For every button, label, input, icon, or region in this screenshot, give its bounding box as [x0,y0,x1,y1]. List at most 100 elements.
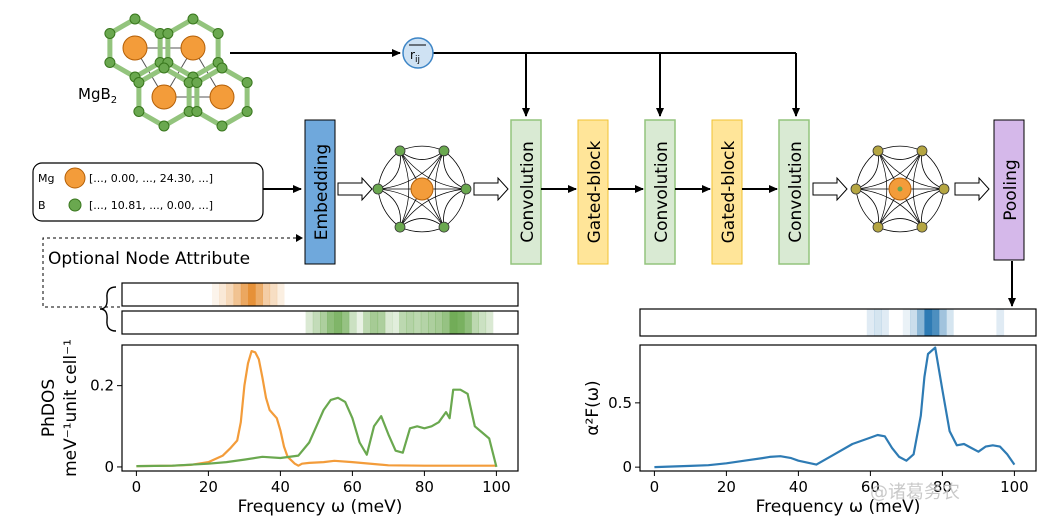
heat-cell [233,283,242,306]
convolution-block-3: Convolution [778,119,810,265]
boron-atom-icon [104,28,116,39]
y-tick-label: 0 [104,458,114,476]
y-axis-label-line1: PhDOS [39,379,59,437]
heat-cell [938,309,947,336]
heat-cell [392,311,400,334]
convolution-block-2: Convolution [644,119,676,265]
material-label: MgB2 [78,85,117,106]
graph-node-icon [460,183,472,195]
heat-cell [464,311,472,334]
heat-cell [456,311,465,334]
x-tick-label: 60 [861,478,880,496]
heat-cell [931,309,940,336]
boron-atom-icon [158,120,170,132]
mg-atom-icon [64,167,86,189]
heat-strip-blue [639,308,1037,337]
hollow-arrow-4 [954,176,990,202]
convolution-label-1: Convolution [518,141,538,243]
y-tick-label: 0 [622,458,632,476]
embedding-label: Embedding [312,144,332,240]
graph-node-icon [438,145,450,157]
input-feature-box: Mg [..., 0.00, ..., 24.30, ...] B [..., … [32,162,264,222]
convolution-label-2: Convolution [652,141,672,243]
gated-block-2: Gated-block [711,119,743,265]
heat-cell [226,283,235,306]
convolution-label-3: Convolution [786,141,806,243]
series-line-1 [136,388,498,468]
input-row-b-vector: [..., 10.81, ..., 0.00, ...] [89,199,213,212]
y-tick-label: 0.5 [608,394,632,412]
x-tick-label: 0 [650,478,660,496]
pooling-label: Pooling [1001,159,1021,220]
heat-cell [917,309,925,336]
heat-cell [471,311,479,334]
heat-cell [413,311,422,334]
magnesium-atom-icon [151,84,177,110]
boron-atom-icon [162,28,174,39]
boron-atom-icon [216,62,228,74]
heat-cell [363,311,371,334]
heat-cell [924,309,933,336]
magnesium-atom-icon [180,35,206,61]
series-line-0 [136,350,497,468]
magnesium-atom-icon [209,84,235,110]
heat-cell [435,311,443,334]
rij-connection: rij [230,37,800,117]
hollow-arrow-2 [473,176,509,202]
boron-atom-icon [104,57,116,68]
boron-atom-icon [212,28,224,39]
heat-cell [312,311,321,334]
x-tick-label: 60 [343,478,362,496]
heat-cell [442,311,451,334]
heat-cell [348,311,357,334]
graph-node-icon [372,183,384,195]
heat-cell [406,311,415,334]
graph-node-icon [916,221,928,233]
heat-cell [219,283,227,306]
gated-label-1: Gated-block [585,140,605,243]
x-tick-label: 20 [717,478,736,496]
boron-atom-icon [241,77,253,88]
x-tick-label: 100 [1000,478,1029,496]
magnesium-atom-icon [122,35,148,61]
boron-atom-icon [133,77,145,88]
heat-cell [902,309,911,336]
heat-cell [866,309,875,336]
y-axis-label-line2: meV⁻¹unit cell⁻¹ [61,339,81,477]
input-row-mg-vector: [..., 0.00, ..., 24.30, ...] [89,172,213,185]
heat-cell [881,309,889,336]
heat-cell [478,311,487,334]
heat-cell [356,311,364,334]
heat-cell [212,283,220,306]
embedding-block: Embedding [304,119,336,265]
x-tick-label: 80 [415,478,434,496]
atom-graph-output [850,145,950,233]
heat-cell [262,283,271,306]
heat-cell [334,311,343,334]
pooling-block: Pooling [993,119,1025,261]
boron-atom-icon [158,62,170,74]
heat-cell [910,309,918,336]
curly-brace [99,286,117,332]
boron-atom-icon [241,106,253,117]
x-axis-label: Frequency ω (meV) [238,497,403,517]
boron-atom-icon [191,106,203,117]
x-tick-label: 80 [933,478,952,496]
boron-atom-icon [129,13,141,25]
heat-cell [276,283,285,306]
heat-cell [320,311,328,334]
heat-cell [428,311,436,334]
x-tick-label: 100 [482,478,511,496]
heat-cell [996,309,1005,336]
heat-cell [449,311,458,334]
graph-node-icon [438,221,450,233]
heat-cell [399,311,407,334]
x-axis-label: Frequency ω (meV) [756,497,921,517]
series-line-0 [654,346,1016,469]
heat-cell [384,311,393,334]
heat-cell [370,311,379,334]
input-row-b-element: B [38,199,46,212]
